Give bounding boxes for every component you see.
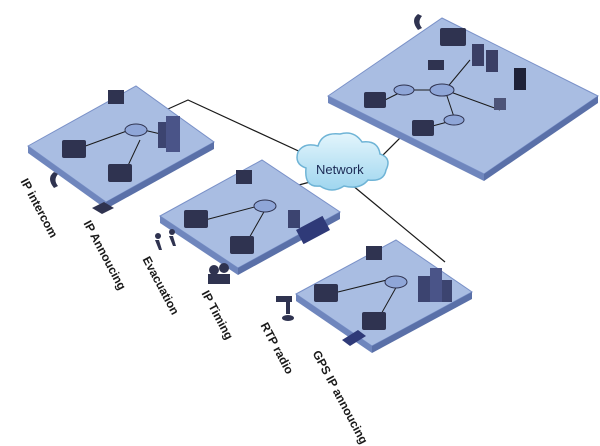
platform-left	[27, 85, 215, 209]
network-diagram	[27, 14, 599, 353]
platform-datacenter	[327, 14, 599, 181]
feature-icons	[50, 172, 366, 346]
radio-icon	[276, 296, 294, 321]
evacuation-icon	[155, 229, 176, 250]
network-cloud-label: Network	[316, 162, 364, 177]
announcing-icon	[92, 202, 114, 214]
terminal-device-icon	[440, 28, 466, 46]
platform-lower-right	[295, 239, 473, 353]
gps-icon	[342, 330, 366, 346]
phone-icon	[414, 14, 422, 30]
network-cloud	[296, 132, 389, 191]
platform-middle	[159, 159, 341, 275]
intercom-icon	[50, 172, 58, 188]
timing-icon	[208, 263, 230, 284]
